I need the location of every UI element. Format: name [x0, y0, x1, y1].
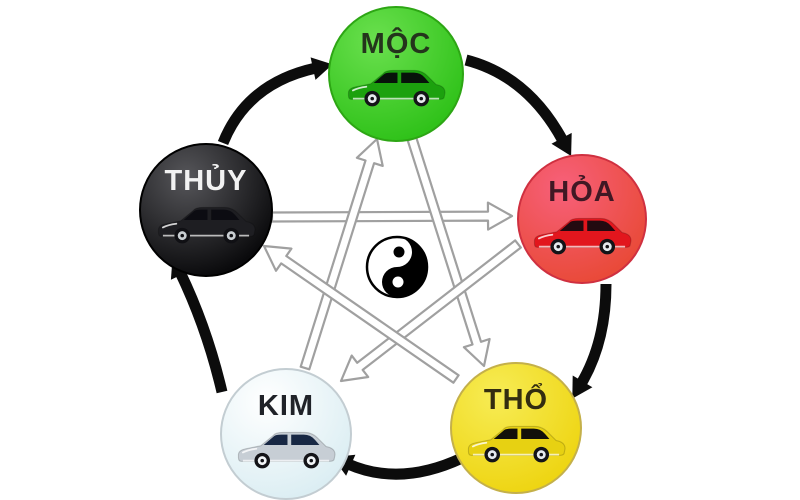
generating-arrow-thuy-moc: [217, 57, 333, 146]
generating-cycle-arrows: [170, 54, 612, 480]
element-circle-kim: KIM: [220, 368, 352, 500]
element-label-moc: MỘC: [360, 28, 432, 60]
overcoming-arrow-thuy-hoa: [270, 201, 514, 231]
overcoming-arrow-kim-moc: [299, 137, 384, 371]
element-label-kim: KIM: [257, 390, 315, 422]
generating-arrow-hoa-tho: [572, 283, 612, 399]
element-label-thuy: THỦY: [164, 165, 248, 197]
generating-arrow-kim-thuy: [170, 256, 228, 394]
element-circle-hoa: HỎA: [517, 154, 647, 284]
car-icon: [234, 424, 338, 472]
element-circle-moc: MỘC: [328, 6, 464, 142]
yin-yang-icon: [365, 235, 429, 299]
generating-arrow-tho-kim: [332, 453, 465, 480]
car-icon: [154, 199, 258, 247]
generating-arrow-moc-hoa: [464, 54, 572, 156]
element-label-hoa: HỎA: [548, 176, 616, 208]
overcoming-arrow-tho-thuy: [262, 244, 460, 384]
element-circle-thuy: THỦY: [139, 143, 273, 277]
car-icon: [464, 418, 568, 466]
car-icon: [530, 210, 634, 258]
element-circle-tho: THỔ: [450, 362, 582, 494]
car-icon: [344, 62, 448, 110]
overcoming-cycle-arrows: [262, 136, 522, 384]
element-label-tho: THỔ: [483, 384, 549, 416]
overcoming-arrow-moc-tho: [406, 136, 491, 368]
overcoming-arrow-hoa-kim: [339, 239, 522, 383]
